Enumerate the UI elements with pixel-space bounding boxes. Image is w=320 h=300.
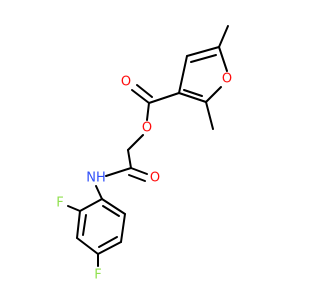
bond-furan-c5-o bbox=[218, 46, 228, 72]
bond-ester-c-o-single bbox=[146, 102, 150, 121]
bond-methyl-c2 bbox=[205, 101, 214, 130]
bond-furan-c3-c4 bbox=[178, 55, 188, 94]
bond-ch2-amide-c bbox=[127, 149, 132, 169]
bond-benz-c2-c3 bbox=[76, 210, 81, 239]
bond-furan-c4-c5 bbox=[186, 46, 220, 57]
bond-furan-o-c2 bbox=[205, 86, 222, 103]
bond-furan-c2-c3 bbox=[178, 92, 207, 103]
bond-n-aryl bbox=[95, 185, 103, 200]
bond-amide-c-o-double bbox=[130, 167, 148, 175]
bond-benz-c6-c1 bbox=[101, 198, 126, 215]
atom-f-ortho: F bbox=[56, 196, 63, 211]
bond-furan-c4-c5-inner bbox=[190, 54, 217, 63]
bond-benz-c3-c4 bbox=[76, 237, 99, 255]
bond-ester-c-o-double-2 bbox=[136, 84, 153, 98]
bond-furan-c2-c3-inner bbox=[183, 89, 203, 97]
bond-benz-c2-c3-inner bbox=[82, 214, 87, 236]
bond-benz-c4-c5-inner bbox=[98, 236, 118, 248]
bond-amide-c-n bbox=[105, 167, 132, 177]
atom-n-amide: NH bbox=[86, 171, 106, 186]
molecule-canvas: O O O O NH F F bbox=[56, 25, 232, 283]
bond-methyl-c5 bbox=[218, 25, 229, 48]
bond-amide-c-o-double-2 bbox=[128, 174, 146, 182]
bond-benz-c1-c2 bbox=[79, 198, 103, 212]
atom-o-ester-single: O bbox=[142, 121, 152, 136]
bond-benz-c6-c1-inner bbox=[102, 205, 120, 217]
atom-o-furan: O bbox=[222, 72, 232, 87]
structure-diagram: O O O O NH F F bbox=[56, 25, 232, 283]
atom-f-para: F bbox=[94, 268, 101, 283]
bond-c3-carbonyl bbox=[148, 92, 180, 104]
bond-ester-c-o-double bbox=[131, 89, 150, 104]
bond-o-ch2 bbox=[127, 134, 144, 151]
bond-c-f-ortho bbox=[67, 205, 81, 212]
atom-o-ester-carbonyl: O bbox=[121, 75, 131, 90]
bond-benz-c5-c6 bbox=[120, 213, 126, 243]
bond-benz-c4-c5 bbox=[97, 241, 122, 255]
atom-o-amide: O bbox=[150, 171, 160, 186]
